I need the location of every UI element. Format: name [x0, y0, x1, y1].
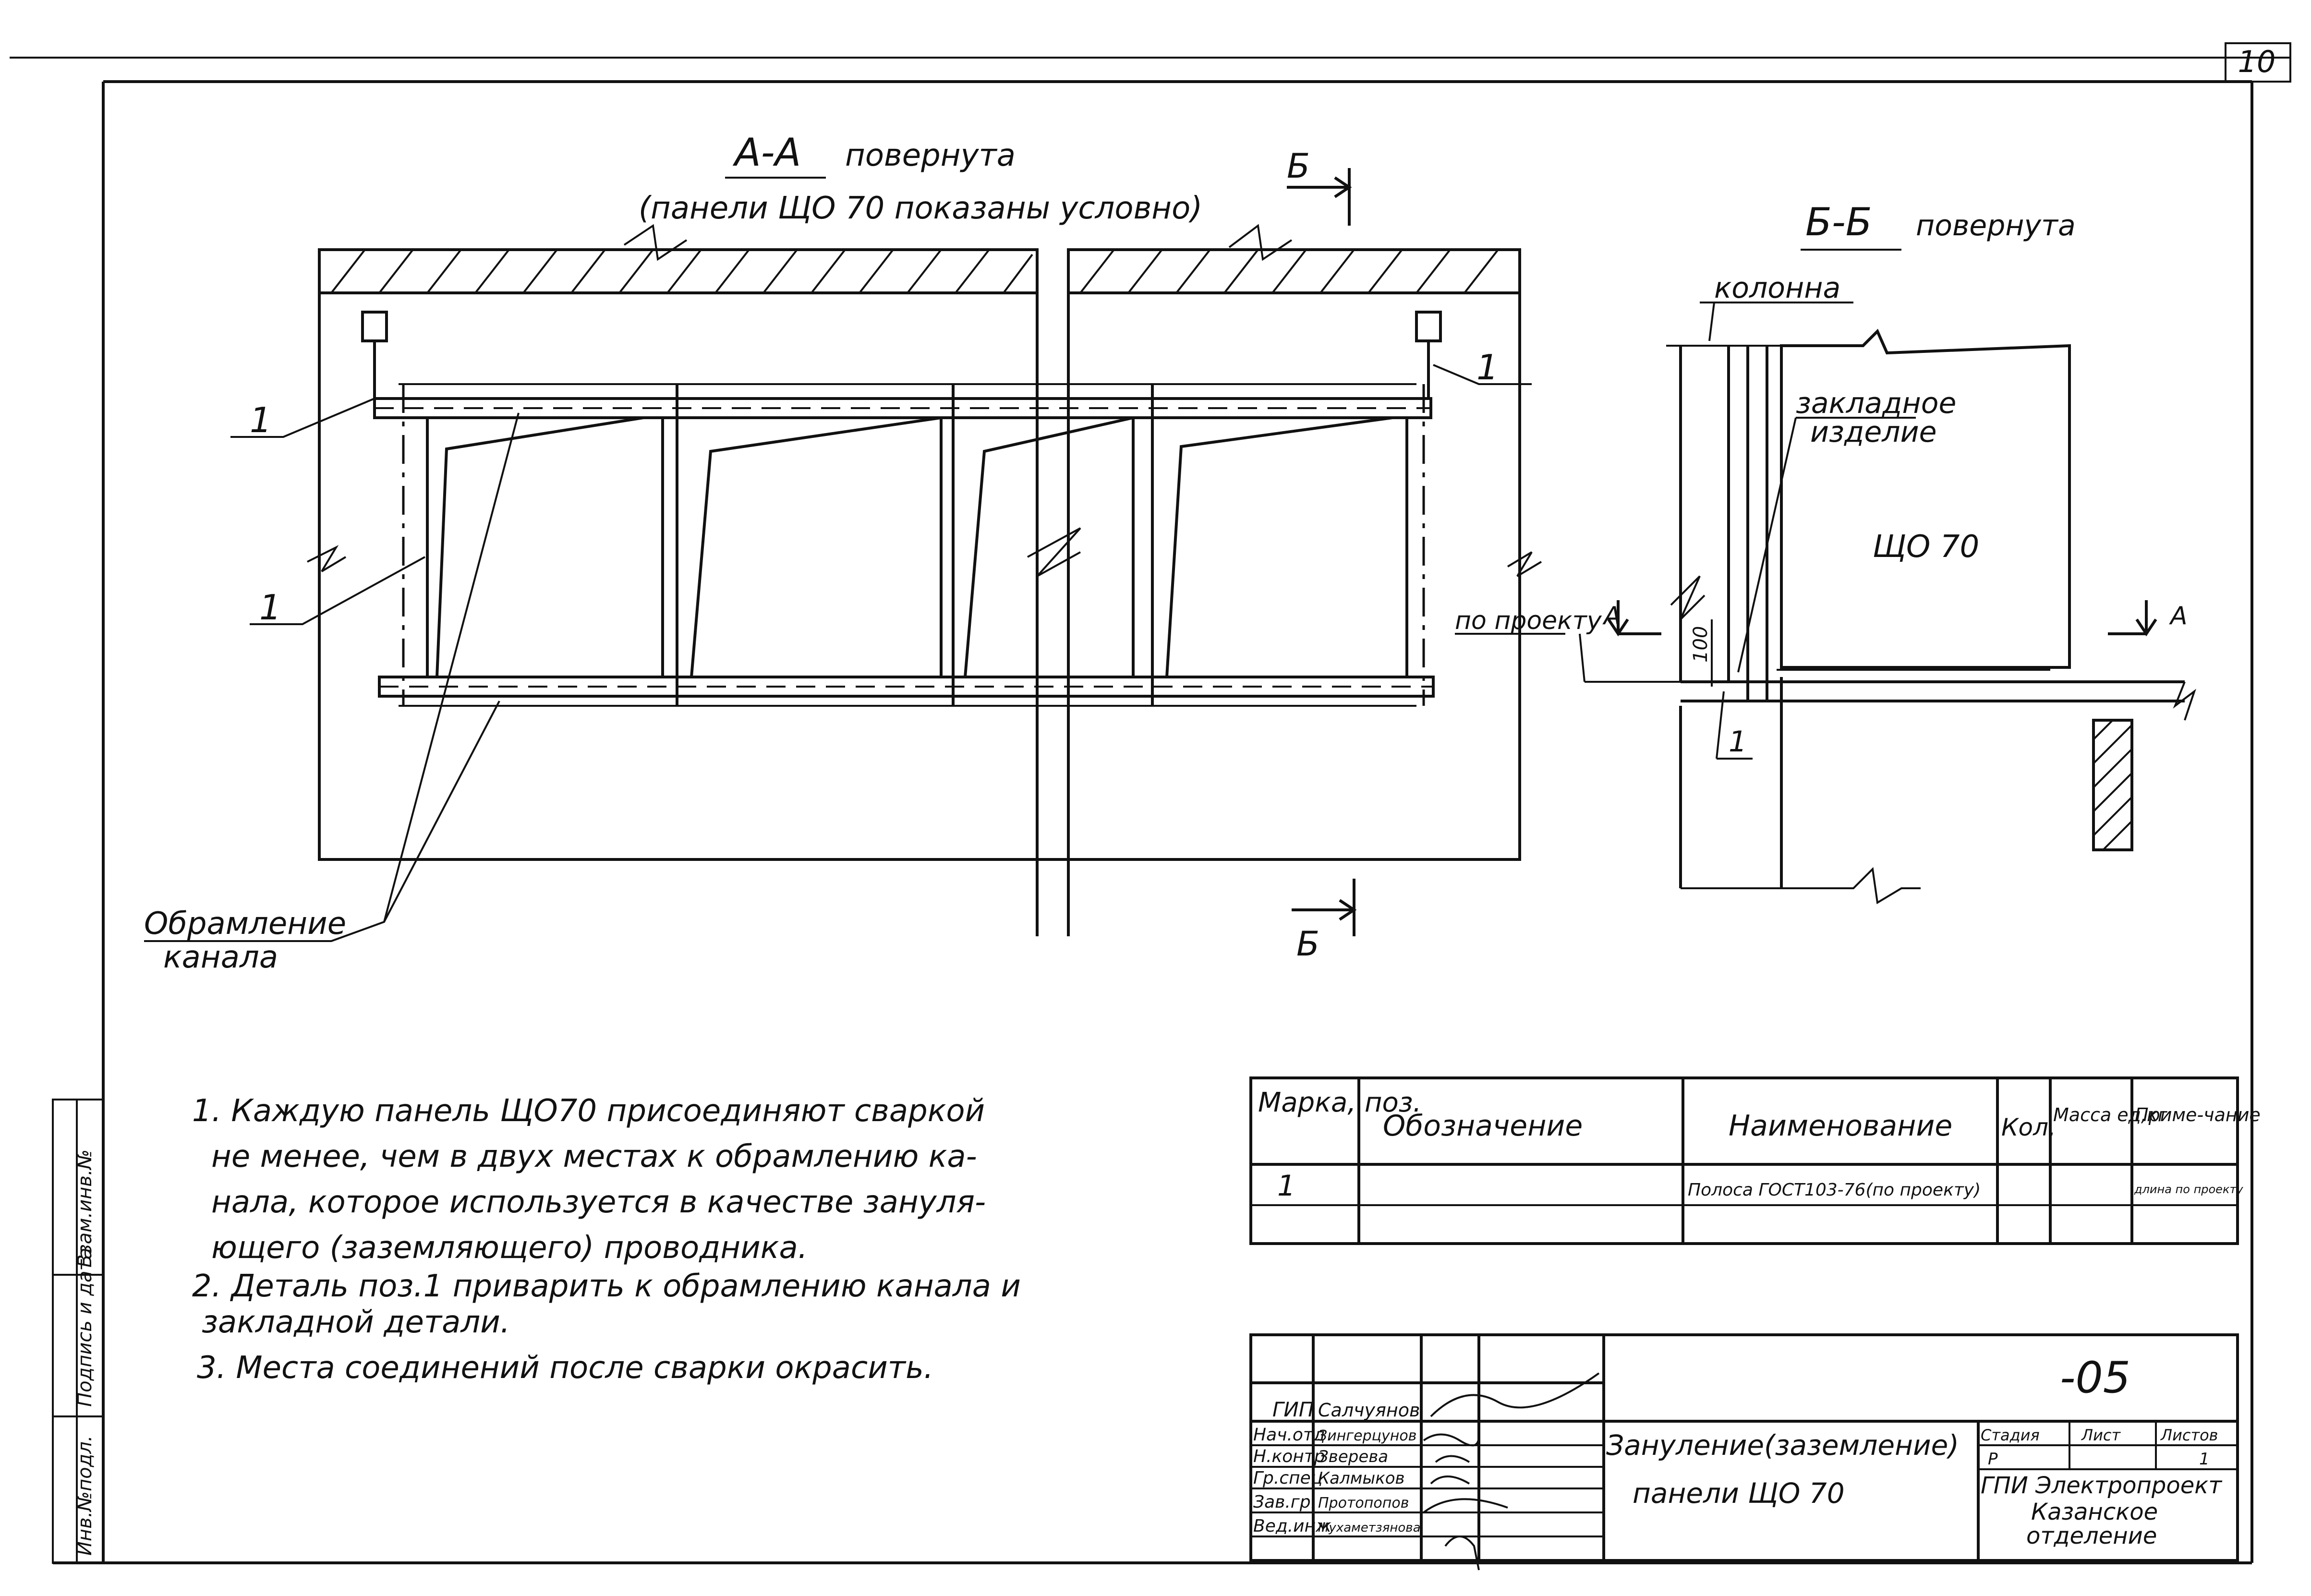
ceiling-slab-right	[1067, 248, 1521, 294]
side-stamp-replacement: Взам.инв.№	[74, 1149, 96, 1268]
side-stamp-signature: Подпись и дата	[74, 1248, 96, 1407]
aa-pos1-mid-left: 1	[259, 587, 281, 628]
sheets-header: Листов	[2160, 1426, 2218, 1444]
view-bb-rotated: повернута	[1916, 209, 2076, 242]
name-4: Протопопов	[1318, 1495, 1409, 1511]
embedded-label-1: закладное	[1796, 387, 1956, 420]
page-number: 10	[2238, 44, 2276, 79]
title-block: -05 ГИП Нач.отд Н.контр Гр.спец Зав.гр. …	[1249, 1333, 2239, 1571]
section-b-bottom: Б	[1296, 924, 1319, 964]
org-line-2: Казанское	[2031, 1499, 2158, 1525]
spec-header-name: Наименование	[1729, 1109, 1952, 1143]
role-3: Гр.спец	[1253, 1468, 1322, 1488]
spec-header-mark: Марка, поз.	[1258, 1087, 1421, 1118]
note-line-7: 3. Места соединений после сварки окрасит…	[197, 1350, 933, 1386]
spec-header-mass: Масса ед,кг	[2053, 1104, 2168, 1125]
stage-value: Р	[1988, 1450, 1998, 1469]
aa-pos1-top-right: 1	[1476, 347, 1499, 387]
column-label: колонна	[1714, 271, 1840, 305]
bb-panel	[1780, 328, 2071, 669]
view-aa: А-А повернута (панели ЩО 70 показаны усл…	[144, 130, 1542, 975]
spec-row1-mark: 1	[1277, 1169, 1295, 1203]
dim-100-label: 100	[1690, 626, 1712, 663]
name-0: Салчуянов	[1318, 1400, 1420, 1421]
slab-hatching	[330, 249, 1499, 294]
frame-label-2: канала	[163, 940, 278, 975]
note-line-1: 1. Каждую панель ЩО70 присоединяют сварк…	[192, 1093, 985, 1129]
name-1: Зингерцунов	[1318, 1427, 1416, 1444]
spec-row1-name: Полоса ГОСТ103-76(по проекту)	[1688, 1180, 1981, 1200]
side-stamp-inventory: Инв.№подл.	[74, 1435, 96, 1556]
role-1: Нач.отд	[1253, 1425, 1325, 1445]
view-aa-rotated: повернута	[845, 138, 1016, 173]
spec-header-note: Приме-чание	[2135, 1104, 2261, 1125]
name-5: Мухаметзянова	[1318, 1521, 1421, 1535]
panels-shcho70	[402, 384, 1425, 706]
cut-a-right-label: А	[2169, 602, 2188, 630]
view-bb: Б-Б повернута колонна ЩО 70 закладное из…	[1455, 200, 2196, 905]
aa-pos1-top-left: 1	[250, 400, 272, 440]
by-project-label: по проекту	[1455, 606, 1602, 635]
bb-pos1-label: 1	[1729, 725, 1747, 759]
role-0: ГИП	[1272, 1398, 1314, 1421]
embedded-label-2: изделие	[1810, 415, 1937, 449]
spec-header-designation: Обозначение	[1383, 1109, 1583, 1143]
name-2: Зверева	[1318, 1447, 1388, 1466]
org-line-1: ГПИ Электропроект	[1981, 1472, 2223, 1499]
spec-row1-note: длина по проекту	[2134, 1183, 2243, 1196]
note-line-2: не менее, чем в двух местах к обрамлению…	[211, 1139, 977, 1174]
role-4: Зав.гр.	[1253, 1492, 1316, 1512]
note-line-5: 2. Деталь поз.1 приварить к обрамлению к…	[192, 1269, 1021, 1304]
view-aa-title: А-А	[732, 130, 801, 175]
drawing-title-2: панели ЩО 70	[1633, 1477, 1845, 1510]
frame-label-1: Обрамление	[144, 906, 346, 942]
doc-code: -05	[2060, 1353, 2130, 1403]
section-b-top: Б	[1287, 146, 1310, 186]
note-line-4: ющего (заземляющего) проводника.	[211, 1230, 808, 1266]
general-notes: 1. Каждую панель ЩО70 присоединяют сварк…	[192, 1093, 1021, 1386]
sheets-value: 1	[2199, 1450, 2210, 1469]
signature-marks	[1423, 1372, 1600, 1571]
spec-header-qty: Кол.	[2001, 1113, 2056, 1141]
org-line-3: отделение	[2026, 1523, 2157, 1549]
role-2: Н.контр	[1253, 1447, 1325, 1466]
side-stamp: Инв.№подл. Подпись и дата Взам.инв.№	[74, 1149, 96, 1556]
sheet-header: Лист	[2081, 1426, 2121, 1444]
ceiling-slab-left	[318, 248, 1039, 294]
note-line-6: закладной детали.	[202, 1305, 510, 1340]
view-bb-title: Б-Б	[1805, 200, 1872, 244]
note-line-3: нала, которое используется в качестве за…	[211, 1185, 986, 1220]
room-outline	[318, 293, 1521, 861]
drawing-title-1: Зануление(заземление)	[1606, 1429, 1959, 1462]
role-5: Вед.инж	[1253, 1516, 1331, 1536]
sheet-frame	[10, 42, 2291, 1564]
view-aa-subtitle: (панели ЩО 70 показаны условно)	[639, 191, 1202, 226]
spec-table: Марка, поз. Обозначение Наименование Кол…	[1249, 1076, 2261, 1245]
bracket-right	[1415, 311, 1442, 342]
name-3: Калмыков	[1318, 1469, 1405, 1488]
bracket-left	[361, 311, 388, 342]
stage-header: Стадия	[1981, 1426, 2040, 1444]
bb-panel-label: ЩО 70	[1873, 529, 1979, 565]
